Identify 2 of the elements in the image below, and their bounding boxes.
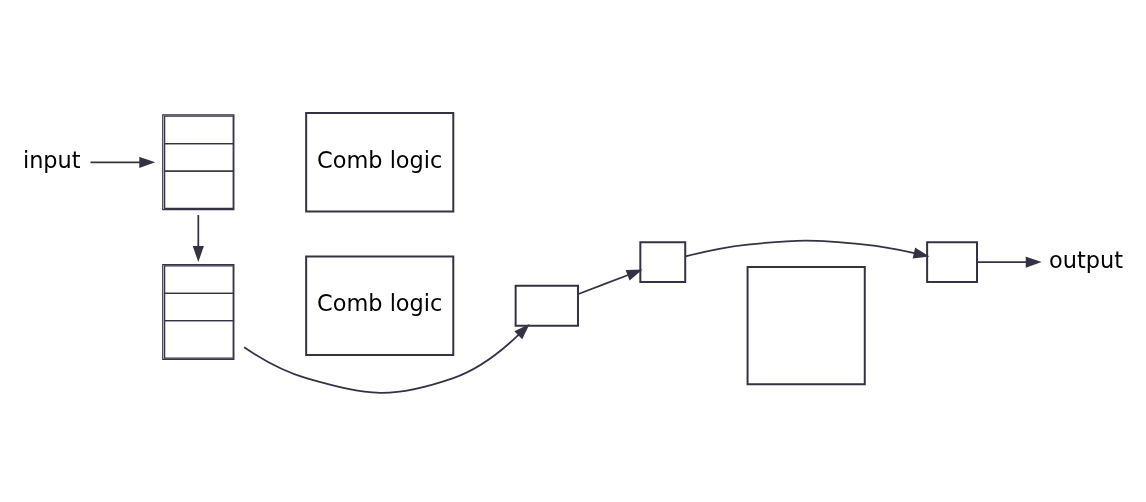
node-text: input xyxy=(22,146,81,173)
node-text: output xyxy=(1049,246,1124,273)
